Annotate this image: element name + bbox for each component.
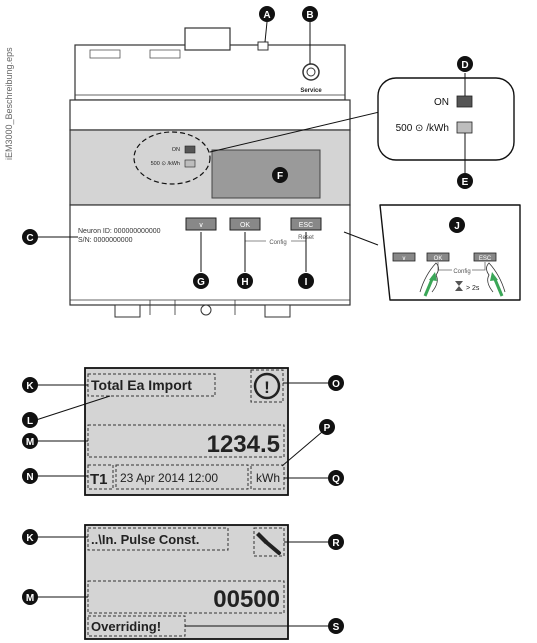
- wrench-icon: [256, 532, 281, 555]
- callout-K: K: [22, 377, 38, 393]
- leader-lines: [35, 21, 328, 627]
- hand-right-icon: [486, 262, 506, 293]
- callout-C: C: [22, 229, 38, 245]
- callouts: A B C D E F G H I J K L M N O P Q K M R …: [22, 6, 473, 634]
- status-text: Overriding!: [91, 619, 161, 634]
- callout-F: F: [272, 167, 288, 183]
- svg-text:OK: OK: [434, 256, 443, 262]
- svg-text:G: G: [197, 277, 205, 288]
- zoom-config-label: Config: [453, 269, 470, 275]
- display-2: ..\In. Pulse Const. 00500 Overriding!: [84, 524, 289, 640]
- callout-O: O: [328, 375, 344, 391]
- svg-text:C: C: [26, 233, 33, 244]
- alert-icon: [253, 372, 281, 400]
- hold-duration: > 2s: [466, 285, 480, 292]
- svg-text:O: O: [332, 379, 340, 390]
- callout-J: J: [449, 217, 465, 233]
- callout-K2: K: [22, 529, 38, 545]
- svg-text:M: M: [26, 593, 34, 604]
- zoom-config-frame: [379, 204, 521, 301]
- svg-text:M: M: [26, 437, 34, 448]
- callout-B: B: [302, 6, 318, 22]
- zoom-leds: ON 500 ⊙ /kWh: [377, 73, 515, 173]
- callout-M2: M: [22, 589, 38, 605]
- top-connector: [184, 27, 231, 51]
- din-clip: [200, 304, 212, 316]
- led-pulse-label: 500 ⊙ /kWh: [151, 161, 180, 167]
- svg-text:R: R: [332, 538, 340, 549]
- ok-button-label: OK: [240, 222, 250, 229]
- zoom-down-button: [392, 252, 416, 262]
- svg-text:ESC: ESC: [479, 256, 492, 262]
- zoom-led-pulse: [456, 121, 473, 134]
- svg-text:Q: Q: [332, 474, 340, 485]
- datetime: 23 Apr 2014 12:00: [120, 471, 218, 485]
- display-2-value: 00500: [213, 586, 280, 613]
- callout-S: S: [328, 618, 344, 634]
- zoom-led-on: [456, 95, 473, 108]
- svg-text:N: N: [26, 472, 33, 483]
- callout-L: L: [22, 412, 38, 428]
- device-upper-body: [69, 99, 351, 131]
- callout-H: H: [237, 273, 253, 289]
- zoom-esc-button: [473, 252, 497, 262]
- zoom-leds-frame: [377, 77, 515, 161]
- svg-text:K: K: [26, 533, 34, 544]
- callout-R: R: [328, 534, 344, 550]
- svg-text:J: J: [454, 221, 460, 232]
- led-on-label: ON: [172, 147, 180, 153]
- service-label: Service: [300, 88, 322, 94]
- svg-text:S: S: [333, 622, 340, 633]
- display-1-value: 1234.5: [207, 431, 280, 458]
- down-button-label: ∨: [198, 222, 203, 229]
- svg-text:D: D: [461, 60, 468, 71]
- config-label: Config: [269, 240, 286, 246]
- zoom-pulse-label: 500 ⊙ /kWh: [396, 123, 449, 134]
- callout-D: D: [457, 56, 473, 72]
- display-1-title: Total Ea Import: [91, 377, 192, 393]
- zoom-on-label: ON: [434, 97, 449, 108]
- svg-text:K: K: [26, 381, 34, 392]
- callout-G: G: [193, 273, 209, 289]
- side-caption: iEM3000_Beschreibung.eps: [4, 47, 14, 160]
- svg-text:E: E: [462, 177, 469, 188]
- callout-E: E: [457, 173, 473, 189]
- led-pulse: [184, 159, 196, 168]
- svg-text:∨: ∨: [402, 256, 406, 262]
- svg-text:P: P: [324, 423, 331, 434]
- callout-Q: Q: [328, 470, 344, 486]
- hand-left-icon: [419, 262, 439, 293]
- svg-text:A: A: [263, 10, 270, 21]
- unit-label: kWh: [256, 471, 280, 485]
- svg-text:F: F: [277, 171, 283, 182]
- device-lcd: [211, 149, 321, 199]
- svg-text:H: H: [241, 277, 248, 288]
- svg-text:L: L: [27, 416, 33, 427]
- zoom-config: ∨ OK ESC Config > 2s: [379, 204, 521, 301]
- esc-button[interactable]: [290, 217, 322, 231]
- zoom-ok-button: [426, 252, 450, 262]
- callout-N: N: [22, 468, 38, 484]
- callout-I: I: [298, 273, 314, 289]
- svg-text:B: B: [306, 10, 313, 21]
- down-button[interactable]: [185, 217, 217, 231]
- display-2-title: ..\In. Pulse Const.: [91, 532, 199, 547]
- callout-A: A: [259, 6, 275, 22]
- led-on: [184, 145, 196, 154]
- svg-text:!: !: [264, 378, 270, 397]
- hourglass-icon: [455, 281, 463, 291]
- led-area-highlight: [133, 131, 211, 185]
- callout-P: P: [319, 419, 335, 435]
- neuron-id: Neuron ID: 000000000000: [78, 228, 161, 235]
- tariff-label: T1: [90, 471, 108, 488]
- display-1: Total Ea Import ! 1234.5 T1 23 Apr 2014 …: [84, 367, 289, 496]
- device: Service ON 500 ⊙ /kWh Neuron ID: 0000000…: [69, 27, 351, 318]
- esc-button-label: ESC: [299, 222, 313, 229]
- callout-M: M: [22, 433, 38, 449]
- svg-text:I: I: [305, 277, 308, 288]
- ok-button[interactable]: [229, 217, 261, 231]
- serial-number: S/N: 0000000000: [78, 237, 133, 244]
